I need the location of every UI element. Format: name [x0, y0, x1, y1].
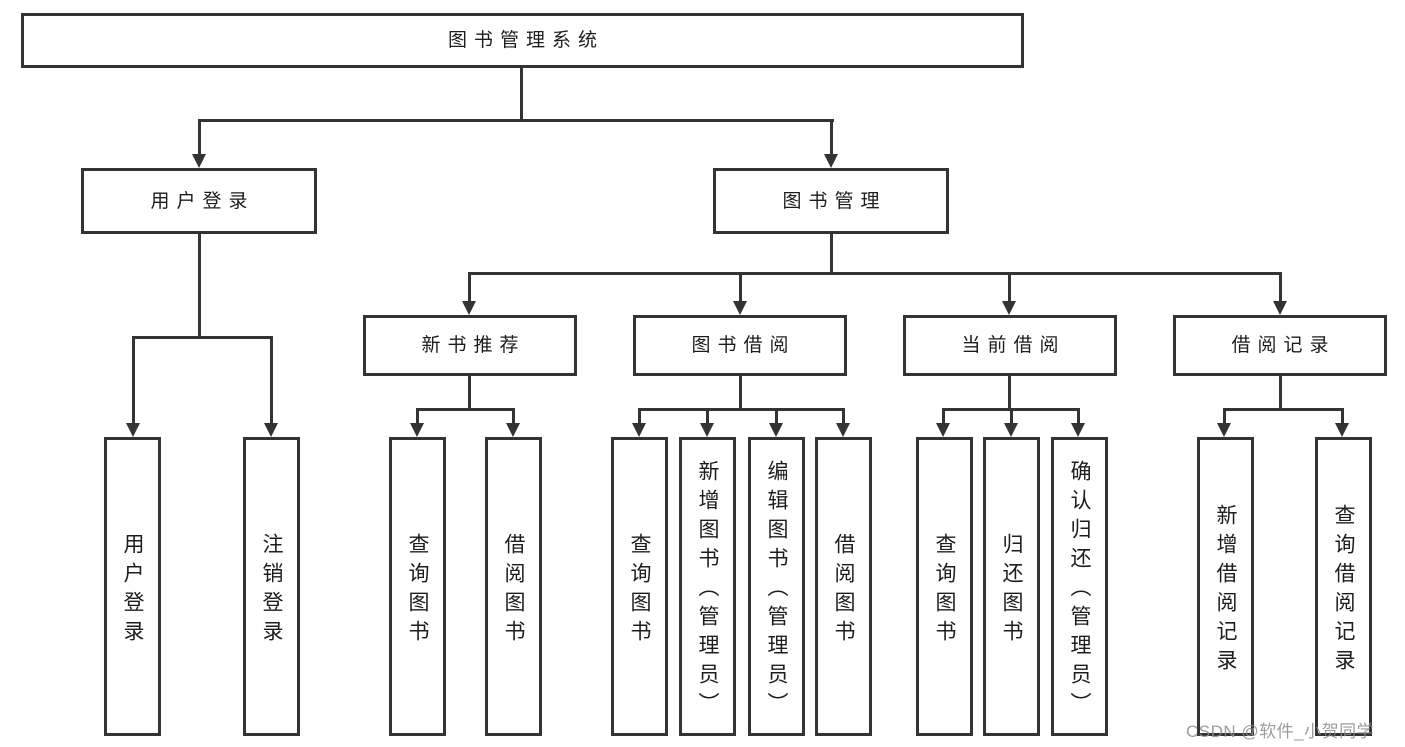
leaf-logout-label: 注销登录 — [260, 532, 283, 649]
arrowhead-icon — [836, 423, 850, 437]
leaf-borrow-add-admin-label: 新增图书（管理员） — [696, 460, 719, 721]
connector-drop — [512, 408, 515, 423]
node-book-borrow: 图书借阅 — [633, 315, 847, 376]
arrowhead-icon — [824, 154, 838, 168]
node-user-login: 用户登录 — [81, 168, 317, 234]
connector-drop — [942, 408, 945, 423]
root-node: 图书管理系统 — [21, 13, 1024, 68]
leaf-record-add: 新增借阅记录 — [1197, 437, 1254, 736]
connector-bookmgmt-branch — [468, 272, 1282, 275]
connector-drop-newbook — [468, 272, 471, 301]
leaf-record-query: 查询借阅记录 — [1315, 437, 1372, 736]
arrowhead-icon — [1335, 423, 1349, 437]
connector-drop — [416, 408, 419, 423]
leaf-record-add-label: 新增借阅记录 — [1214, 503, 1237, 678]
connector-drop-borrow — [739, 272, 742, 301]
node-new-book-recommend-label: 新书推荐 — [421, 335, 526, 356]
leaf-borrow-borrow: 借阅图书 — [815, 437, 872, 736]
root-node-label: 图书管理系统 — [447, 30, 604, 51]
node-book-borrow-label: 图书借阅 — [691, 335, 796, 356]
leaf-borrow-edit-admin: 编辑图书（管理员） — [748, 437, 805, 736]
connector-drop — [638, 408, 641, 423]
node-borrow-records-label: 借阅记录 — [1231, 335, 1336, 356]
arrowhead-icon — [1002, 301, 1016, 315]
leaf-newbook-borrow-label: 借阅图书 — [502, 532, 525, 649]
connector-borrow-branch — [638, 408, 844, 411]
connector-root-branch — [198, 119, 834, 122]
leaf-current-confirm-admin: 确认归还（管理员） — [1051, 437, 1108, 736]
connector-bookmgmt-stem — [830, 234, 833, 272]
leaf-user-login-label: 用户登录 — [121, 532, 144, 649]
connector-root-stem — [520, 68, 523, 119]
arrowhead-icon — [1071, 423, 1085, 437]
connector-newbook-branch — [416, 408, 515, 411]
connector-drop-current — [1008, 272, 1011, 301]
leaf-newbook-query-label: 查询图书 — [406, 532, 429, 649]
arrowhead-icon — [769, 423, 783, 437]
leaf-borrow-borrow-label: 借阅图书 — [832, 532, 855, 649]
arrowhead-icon — [462, 301, 476, 315]
connector-borrow-stem — [739, 376, 742, 408]
arrowhead-icon — [1217, 423, 1231, 437]
connector-user-branch — [132, 336, 273, 339]
node-book-management: 图书管理 — [713, 168, 949, 234]
connector-current-stem — [1008, 376, 1011, 408]
leaf-newbook-query: 查询图书 — [389, 437, 446, 736]
arrowhead-icon — [506, 423, 520, 437]
arrowhead-icon — [632, 423, 646, 437]
connector-drop — [706, 408, 709, 423]
connector-newbook-stem — [468, 376, 471, 408]
arrowhead-icon — [410, 423, 424, 437]
leaf-current-query: 查询图书 — [916, 437, 973, 736]
node-user-login-label: 用户登录 — [150, 190, 255, 212]
node-borrow-records: 借阅记录 — [1173, 315, 1387, 376]
connector-drop — [1223, 408, 1226, 423]
leaf-borrow-edit-admin-label: 编辑图书（管理员） — [765, 460, 788, 721]
leaf-borrow-add-admin: 新增图书（管理员） — [679, 437, 736, 736]
node-new-book-recommend: 新书推荐 — [363, 315, 577, 376]
node-current-borrow: 当前借阅 — [903, 315, 1117, 376]
arrowhead-icon — [264, 423, 278, 437]
connector-drop-user-login — [198, 119, 201, 155]
leaf-record-query-label: 查询借阅记录 — [1332, 503, 1355, 678]
connector-drop-leaf-logout — [270, 336, 273, 423]
connector-user-stem — [198, 234, 201, 336]
arrowhead-icon — [126, 423, 140, 437]
connector-records-branch — [1223, 408, 1344, 411]
leaf-logout: 注销登录 — [243, 437, 300, 736]
connector-drop-book-mgmt — [830, 119, 833, 155]
leaf-newbook-borrow: 借阅图书 — [485, 437, 542, 736]
leaf-current-return-label: 归还图书 — [1000, 532, 1023, 649]
connector-drop — [842, 408, 845, 423]
connector-drop — [1077, 408, 1080, 423]
arrowhead-icon — [936, 423, 950, 437]
leaf-borrow-query: 查询图书 — [611, 437, 668, 736]
node-book-management-label: 图书管理 — [782, 190, 887, 212]
connector-drop-leaf-login — [132, 336, 135, 423]
connector-drop — [1010, 408, 1013, 423]
arrowhead-icon — [733, 301, 747, 315]
arrowhead-icon — [700, 423, 714, 437]
leaf-borrow-query-label: 查询图书 — [628, 532, 651, 649]
connector-drop — [775, 408, 778, 423]
arrowhead-icon — [1273, 301, 1287, 315]
leaf-current-query-label: 查询图书 — [933, 532, 956, 649]
connector-drop-records — [1279, 272, 1282, 301]
csdn-watermark: CSDN @软件_小贺同学 — [1186, 722, 1375, 741]
leaf-user-login: 用户登录 — [104, 437, 161, 736]
arrowhead-icon — [192, 154, 206, 168]
connector-records-stem — [1279, 376, 1282, 408]
node-current-borrow-label: 当前借阅 — [961, 335, 1066, 356]
arrowhead-icon — [1004, 423, 1018, 437]
leaf-current-return: 归还图书 — [983, 437, 1040, 736]
connector-drop — [1341, 408, 1344, 423]
leaf-current-confirm-admin-label: 确认归还（管理员） — [1068, 460, 1091, 721]
